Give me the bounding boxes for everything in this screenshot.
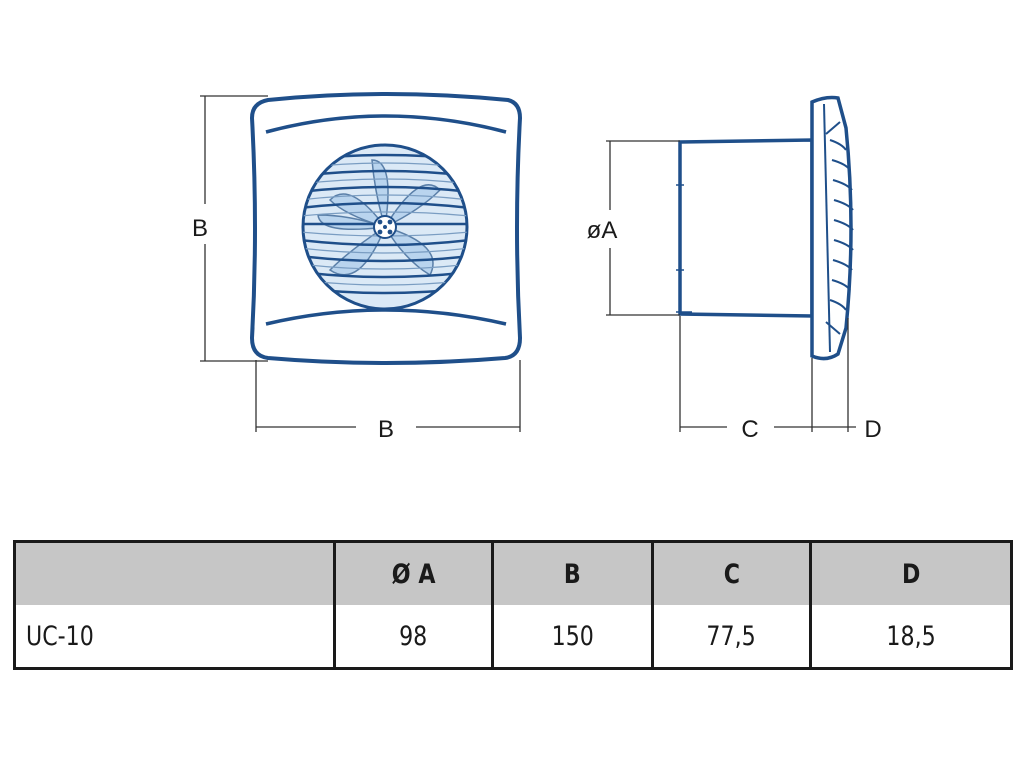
diameter-dimension bbox=[606, 140, 680, 316]
header-model bbox=[13, 540, 336, 605]
table-row: UC-10 98 150 77,5 18,5 bbox=[13, 605, 1013, 670]
fan-grill bbox=[301, 143, 469, 311]
diameter-label: øA bbox=[587, 217, 618, 244]
header-diameter-a: Ø A bbox=[333, 540, 494, 605]
table-header-row: Ø A B C D bbox=[13, 540, 1013, 605]
depth-dimension bbox=[679, 316, 813, 432]
width-label: B bbox=[378, 416, 394, 443]
front-depth-label: D bbox=[864, 416, 881, 443]
cell-diameter-a: 98 bbox=[333, 605, 494, 670]
height-label: B bbox=[192, 215, 208, 242]
front-top-band bbox=[265, 114, 507, 134]
header-c: C bbox=[651, 540, 812, 605]
cell-b: 150 bbox=[491, 605, 654, 670]
width-dimension bbox=[255, 360, 521, 432]
fan-hub-icon bbox=[373, 215, 397, 239]
header-d: D bbox=[809, 540, 1013, 605]
cell-c: 77,5 bbox=[651, 605, 812, 670]
side-panel-profile bbox=[810, 95, 853, 361]
cell-d: 18,5 bbox=[809, 605, 1013, 670]
header-b: B bbox=[491, 540, 654, 605]
technical-drawing: B B bbox=[192, 92, 882, 443]
front-depth-dimension bbox=[812, 318, 856, 432]
dimensions-table: Ø A B C D UC-10 98 150 77,5 18,5 bbox=[13, 540, 1013, 670]
side-view: øA C D bbox=[587, 95, 882, 443]
duct-body bbox=[678, 138, 814, 318]
height-dimension bbox=[200, 95, 268, 362]
front-view: B B bbox=[192, 92, 523, 443]
side-grill-ribs bbox=[829, 139, 854, 311]
depth-label: C bbox=[741, 416, 758, 443]
cell-model: UC-10 bbox=[13, 605, 336, 670]
